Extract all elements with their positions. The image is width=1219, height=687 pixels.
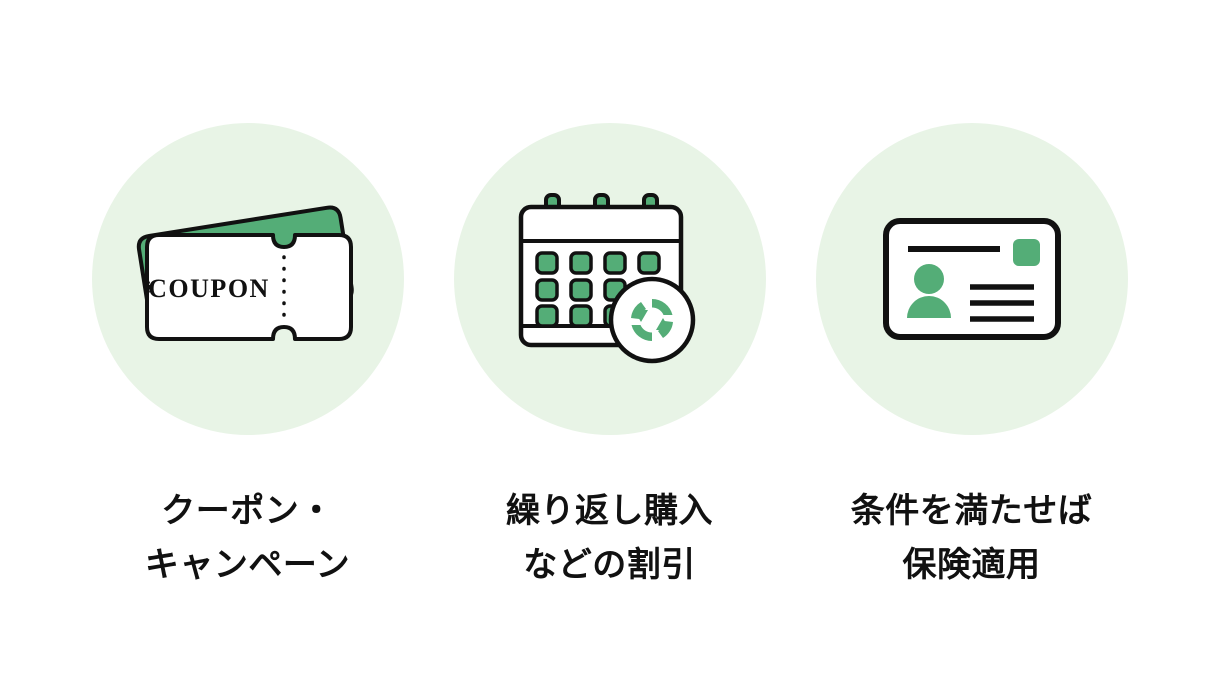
id-card-icon-circle: [815, 123, 1128, 435]
coupon-word-text: COUPON: [148, 274, 270, 303]
feature-insurance-coverage: 条件を満たせば 保険適用: [791, 0, 1153, 592]
calendar-icon-circle: [453, 123, 766, 435]
coupon-ticket-icon: COUPON: [136, 205, 354, 341]
calendar-refresh-icon: [518, 193, 695, 364]
id-card-icon: [882, 218, 1061, 340]
feature-label-repeat-purchase-discount: 繰り返し購入 などの割引: [506, 492, 713, 584]
feature-label-coupon-campaign: クーポン・ キャンペーン: [144, 492, 351, 584]
feature-label-insurance-coverage: 条件を満たせば 保険適用: [850, 492, 1093, 584]
coupon-icon-circle: COUPON: [91, 123, 404, 435]
feature-coupon-campaign: COUPON クーポン・ キャンペーン: [67, 0, 429, 592]
feature-repeat-purchase-discount: 繰り返し購入 などの割引: [429, 0, 791, 592]
